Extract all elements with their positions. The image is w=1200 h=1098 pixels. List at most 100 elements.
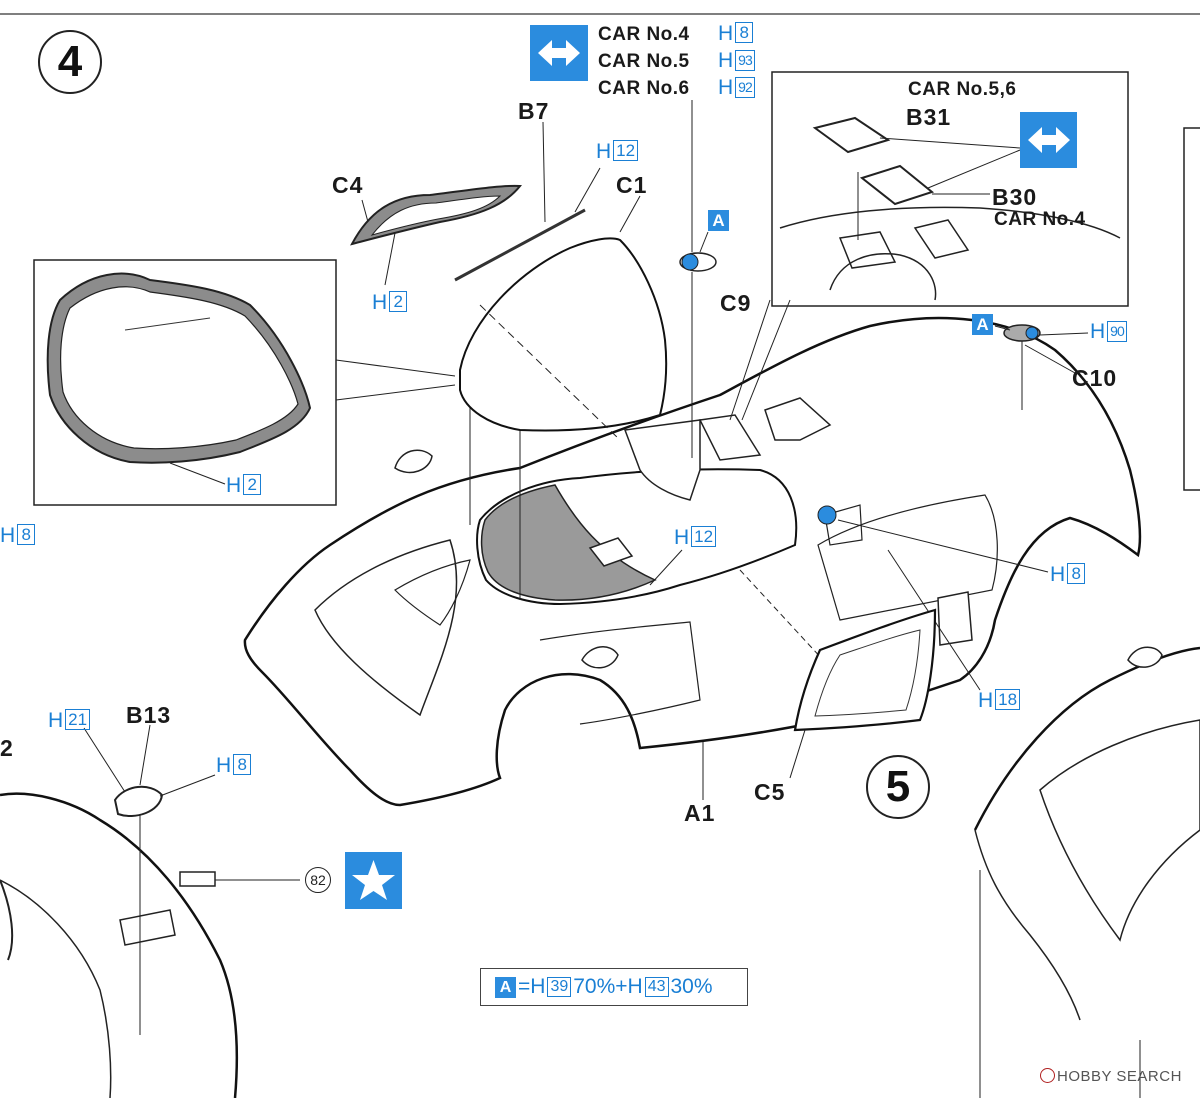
swap-arrow-icon — [530, 25, 588, 81]
step5-body-edge — [973, 646, 1200, 831]
star-decal-icon — [345, 852, 402, 909]
leader-h2-c4 — [384, 232, 396, 286]
right-edge-inset — [1183, 127, 1200, 491]
leader-c10 — [1024, 344, 1076, 374]
color-a-tag: A — [708, 210, 729, 231]
mirror-bump — [581, 646, 619, 669]
watermark-text: HOBBY SEARCH — [1057, 1068, 1182, 1085]
leader-h12-cockpit — [649, 549, 683, 586]
color-a-tag: A — [972, 314, 993, 335]
decal-82-shape — [179, 871, 216, 887]
roll-hoop — [623, 419, 701, 501]
inset-right-pointer-a — [729, 299, 771, 421]
leader-b31-swap — [879, 137, 1021, 149]
part-label-c5: C5 — [754, 779, 786, 805]
inset-right-pointer-b — [741, 299, 791, 421]
windscreen-frame-inner — [60, 286, 299, 450]
engine-cover-vent — [764, 397, 832, 441]
door-panel — [539, 621, 701, 725]
leader-c5 — [789, 729, 806, 779]
mix-plus: + — [615, 975, 628, 998]
inset-vent-left — [838, 231, 897, 269]
step5-body-side — [974, 829, 1081, 1021]
part-b7-wiper — [454, 208, 586, 282]
car-variant-label: CAR No.6 — [598, 78, 690, 99]
decal-ref-82: 82 — [305, 867, 331, 893]
inset-pointer-bottom — [335, 384, 456, 401]
side-vent — [937, 591, 973, 646]
leader-h2-inset — [169, 462, 226, 485]
part-label-a1: A1 — [684, 800, 716, 826]
mix-pct-1: 70% — [573, 975, 616, 998]
part-label-b31: B31 — [906, 104, 952, 130]
part-label-c4: C4 — [332, 172, 364, 198]
mix-code-1: 39 — [547, 977, 572, 997]
part-c1-windscreen — [459, 237, 668, 432]
mix-equals: = — [518, 975, 531, 998]
part-label-b13: B13 — [126, 702, 172, 728]
part-b30-shape — [859, 164, 935, 206]
inset-vent-right — [913, 219, 970, 259]
step5-fender-bump — [1127, 646, 1163, 668]
c9-lens-blue — [681, 253, 699, 271]
step-number-5: 5 — [866, 755, 930, 819]
mix-prefix-2: H — [627, 975, 643, 998]
inset-box-right — [771, 71, 1129, 307]
part-label-b30: B30 — [992, 184, 1038, 210]
watermark: HOBBY SEARCH — [1040, 1068, 1182, 1085]
part-label-c10: C10 — [1072, 365, 1118, 391]
part-c5-inner — [814, 629, 921, 717]
leader-a-c9 — [699, 231, 709, 253]
mirror-lens-blue — [817, 505, 837, 525]
mix-a-tag: A — [495, 977, 516, 998]
hood-vent — [394, 559, 471, 626]
leader-a-c10 — [994, 325, 1011, 331]
part-c4-opening — [370, 195, 502, 236]
step-number-4: 4 — [38, 30, 102, 94]
mix-pct-2: 30% — [670, 975, 713, 998]
part-c5-panel — [793, 608, 937, 732]
part-b13-light — [113, 785, 164, 817]
inset-pointer-top — [335, 359, 456, 377]
leader-c1 — [619, 195, 641, 233]
mix-prefix-1: H — [530, 975, 546, 998]
leader-h90 — [1039, 332, 1089, 336]
part-b31-shape — [812, 116, 891, 154]
leader-h8-mirror — [837, 519, 1049, 573]
part-b30-car-label: CAR No.4 — [994, 209, 1086, 230]
leader-h12-top — [574, 167, 601, 213]
part-label-edge-2: 2 — [0, 735, 14, 761]
lower-left-vent-block — [119, 909, 176, 946]
swap-arrow-icon-inset — [1020, 112, 1077, 168]
mix-code-2: 43 — [644, 977, 669, 997]
lower-left-wheel-arch — [0, 879, 14, 961]
engine-air-intake — [698, 414, 762, 461]
leader-b13 — [139, 724, 151, 786]
watermark-logo-icon — [1040, 1068, 1055, 1083]
inset-header-label: CAR No.5,6 — [908, 79, 1017, 100]
leader-b30-swap — [927, 149, 1021, 189]
lower-left-body-inner — [0, 879, 112, 1098]
rear-side-panel — [817, 494, 998, 621]
lower-left-body-edge — [0, 792, 239, 1098]
step5-hood-panel — [1039, 719, 1200, 942]
front-fender-bump — [394, 449, 433, 474]
car-variant-label: CAR No.5 — [598, 51, 690, 72]
part-label-c9: C9 — [720, 290, 752, 316]
car-variant-label: CAR No.4 — [598, 24, 690, 45]
